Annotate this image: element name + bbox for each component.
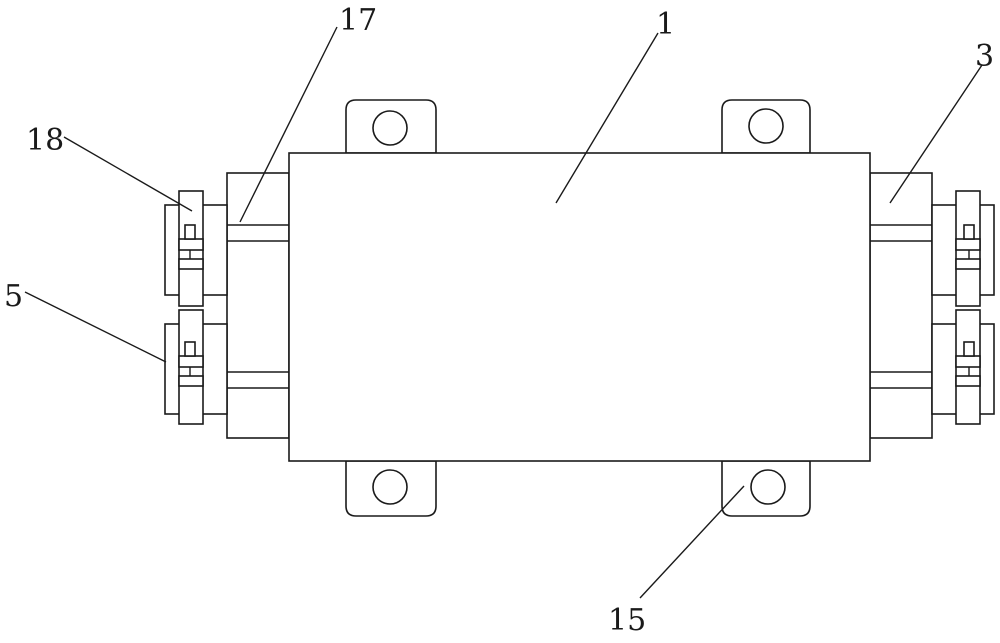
mounting-ear-top-right (721, 99, 811, 154)
main-body (288, 152, 871, 462)
leader-3 (889, 64, 983, 204)
side-block-left (226, 172, 290, 439)
callout-label-5: 5 (4, 279, 23, 314)
mounting-ear-top-left (345, 99, 437, 154)
leader-18 (63, 136, 193, 212)
mounting-ear-bottom-right (721, 460, 811, 517)
callout-label-15: 15 (608, 603, 646, 638)
callout-label-3: 3 (975, 39, 994, 74)
mounting-ear-bottom-left (345, 460, 437, 517)
callout-label-17: 17 (339, 3, 377, 38)
clamp-right-lower (931, 309, 995, 425)
clamp-left-lower (164, 309, 228, 425)
callout-label-1: 1 (656, 7, 675, 42)
side-block-right (869, 172, 933, 439)
leader-1 (555, 32, 659, 204)
leader-17 (239, 26, 338, 223)
leader-15 (639, 485, 745, 599)
clamp-right-upper (931, 190, 995, 307)
callout-label-18: 18 (26, 123, 64, 158)
leader-5 (24, 291, 167, 363)
clamp-left-upper (164, 190, 228, 307)
